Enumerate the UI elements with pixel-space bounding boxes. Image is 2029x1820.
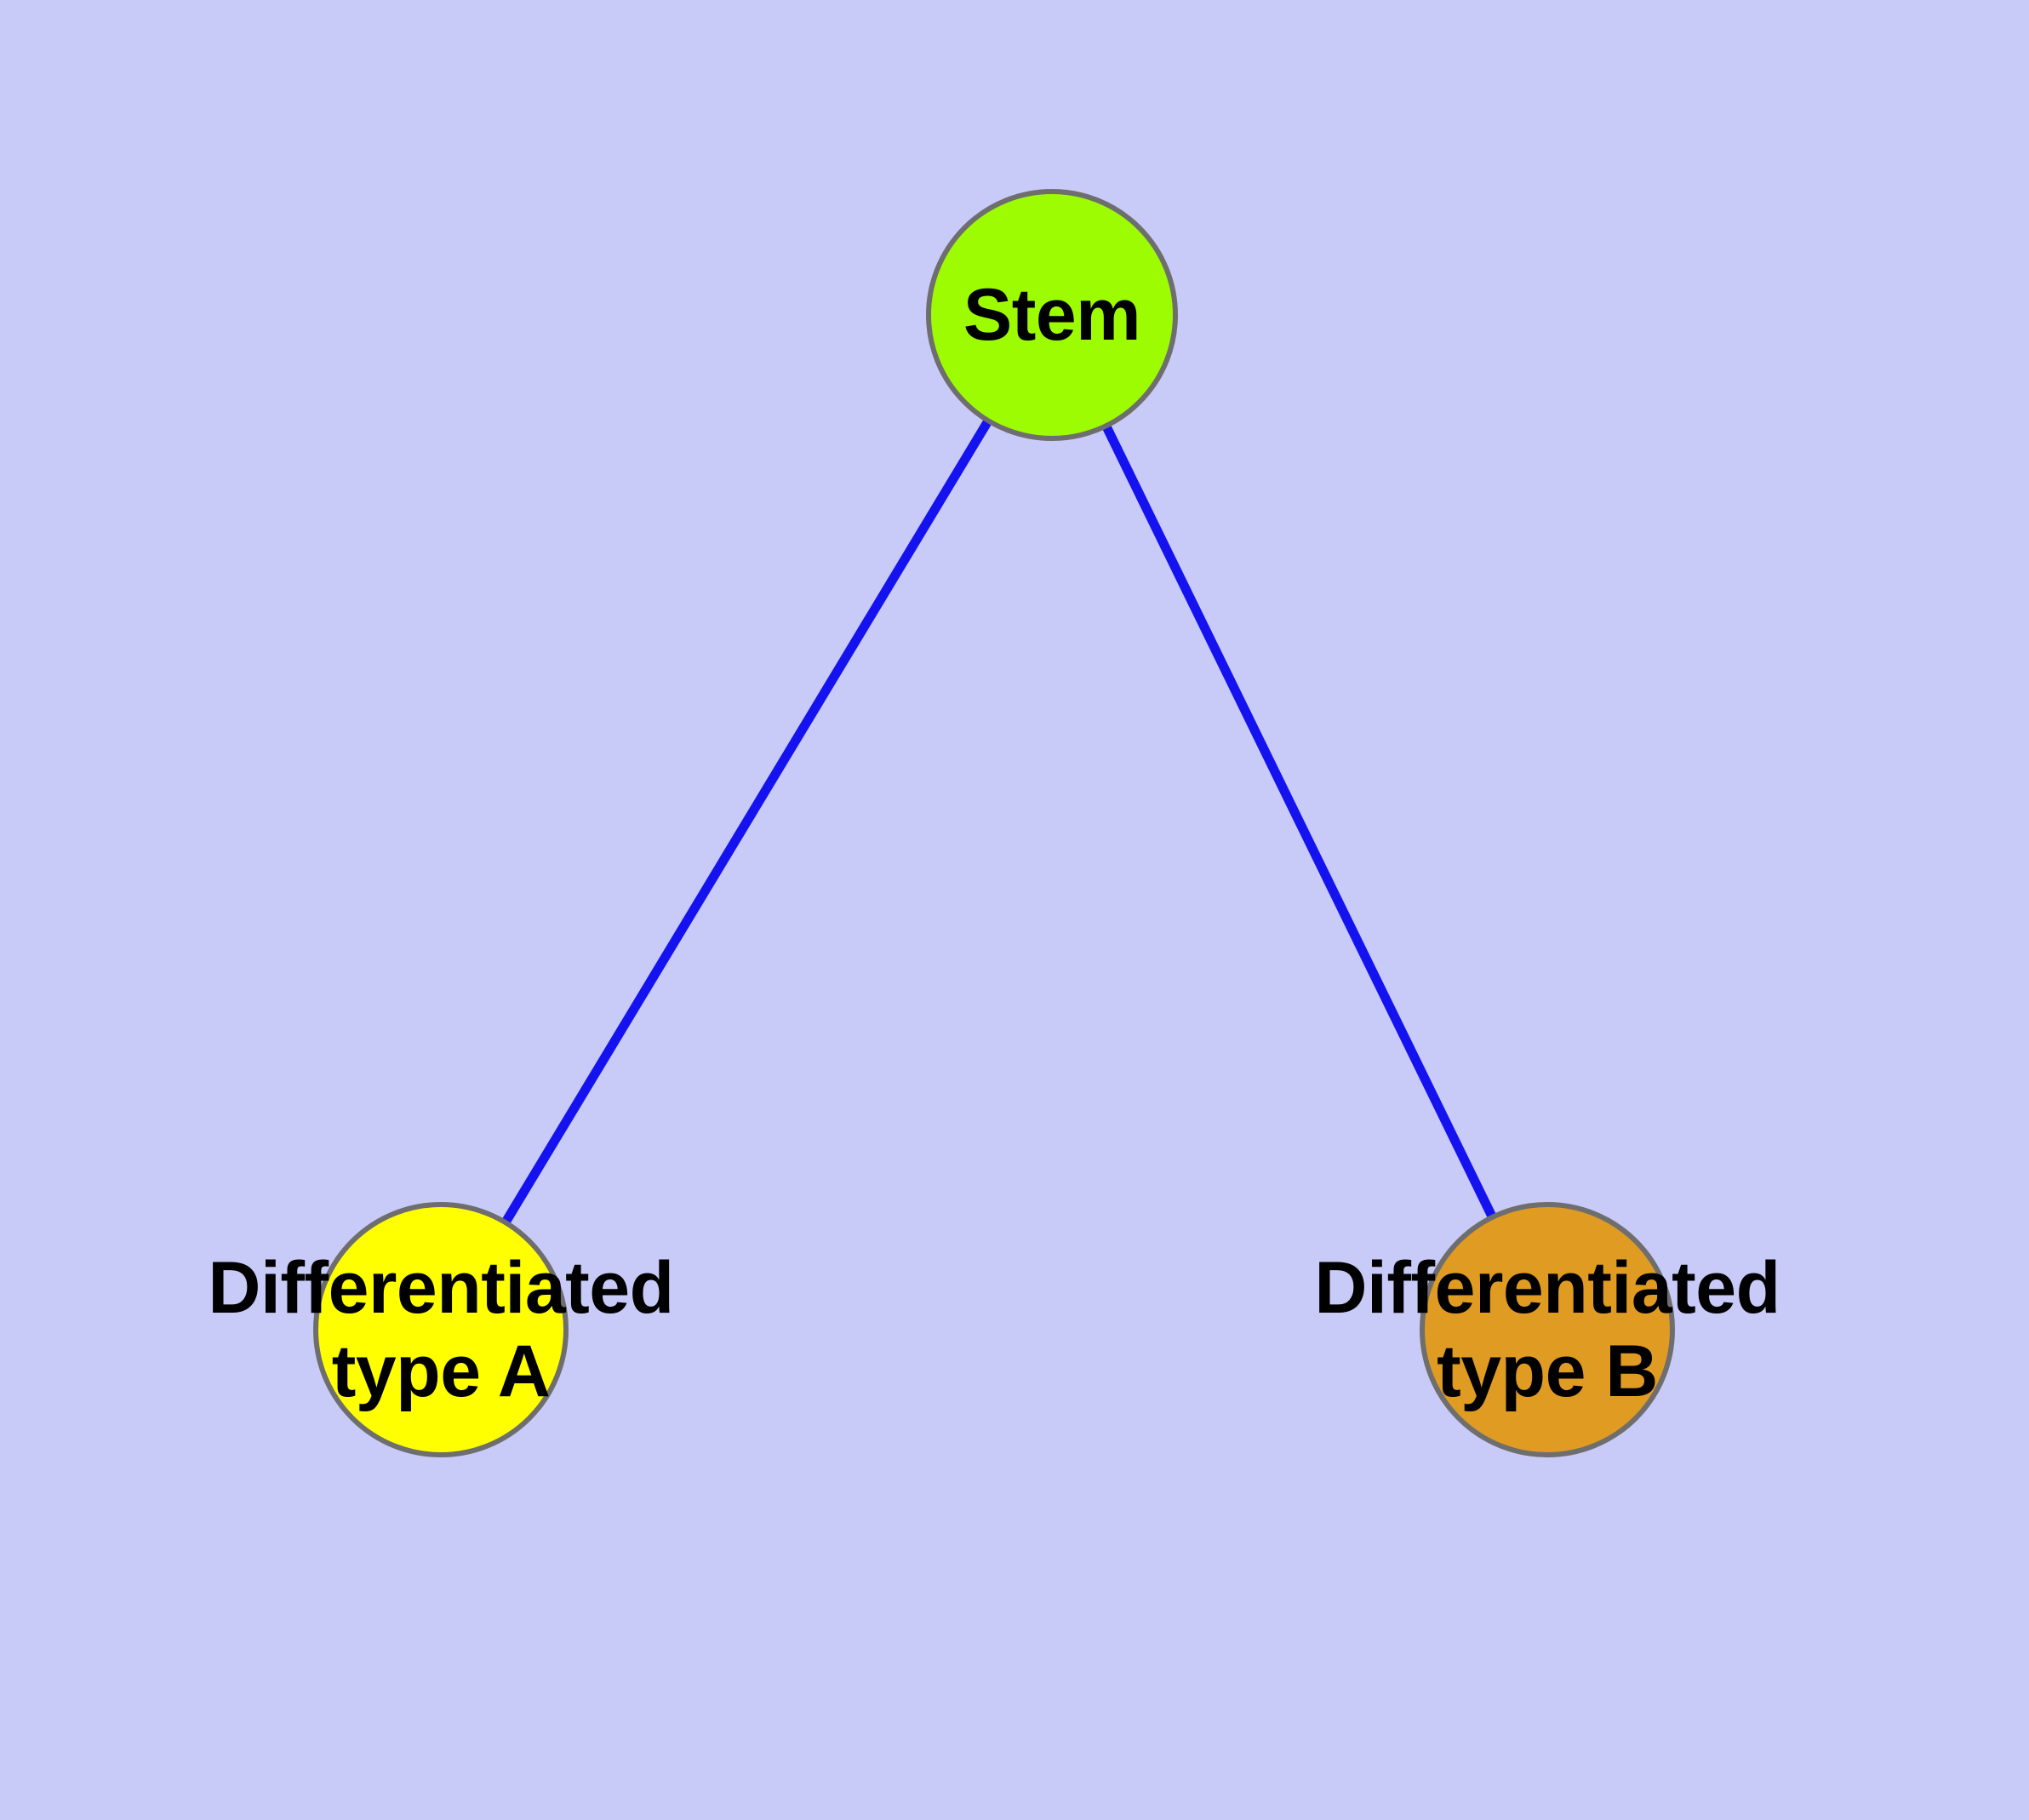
node-differentiated-type-b[interactable]: Differentiated type B: [1314, 1202, 1780, 1457]
node-stem-label: Stem: [963, 273, 1141, 356]
node-stem[interactable]: Stem: [926, 189, 1178, 441]
node-stem-circle[interactable]: [926, 189, 1178, 441]
edge-stem-to-differentiated-type-a[interactable]: [437, 312, 1056, 1332]
node-differentiated-type-b-label: Differentiated type B: [1314, 1246, 1780, 1412]
edge-group: [437, 312, 1552, 1332]
edge-stem-to-differentiated-type-b[interactable]: [1048, 312, 1552, 1332]
node-differentiated-type-a-circle[interactable]: [313, 1202, 569, 1457]
node-differentiated-type-a[interactable]: Differentiated type A: [208, 1202, 674, 1457]
node-differentiated-type-a-label: Differentiated type A: [208, 1246, 674, 1412]
node-differentiated-type-b-circle[interactable]: [1420, 1202, 1675, 1457]
